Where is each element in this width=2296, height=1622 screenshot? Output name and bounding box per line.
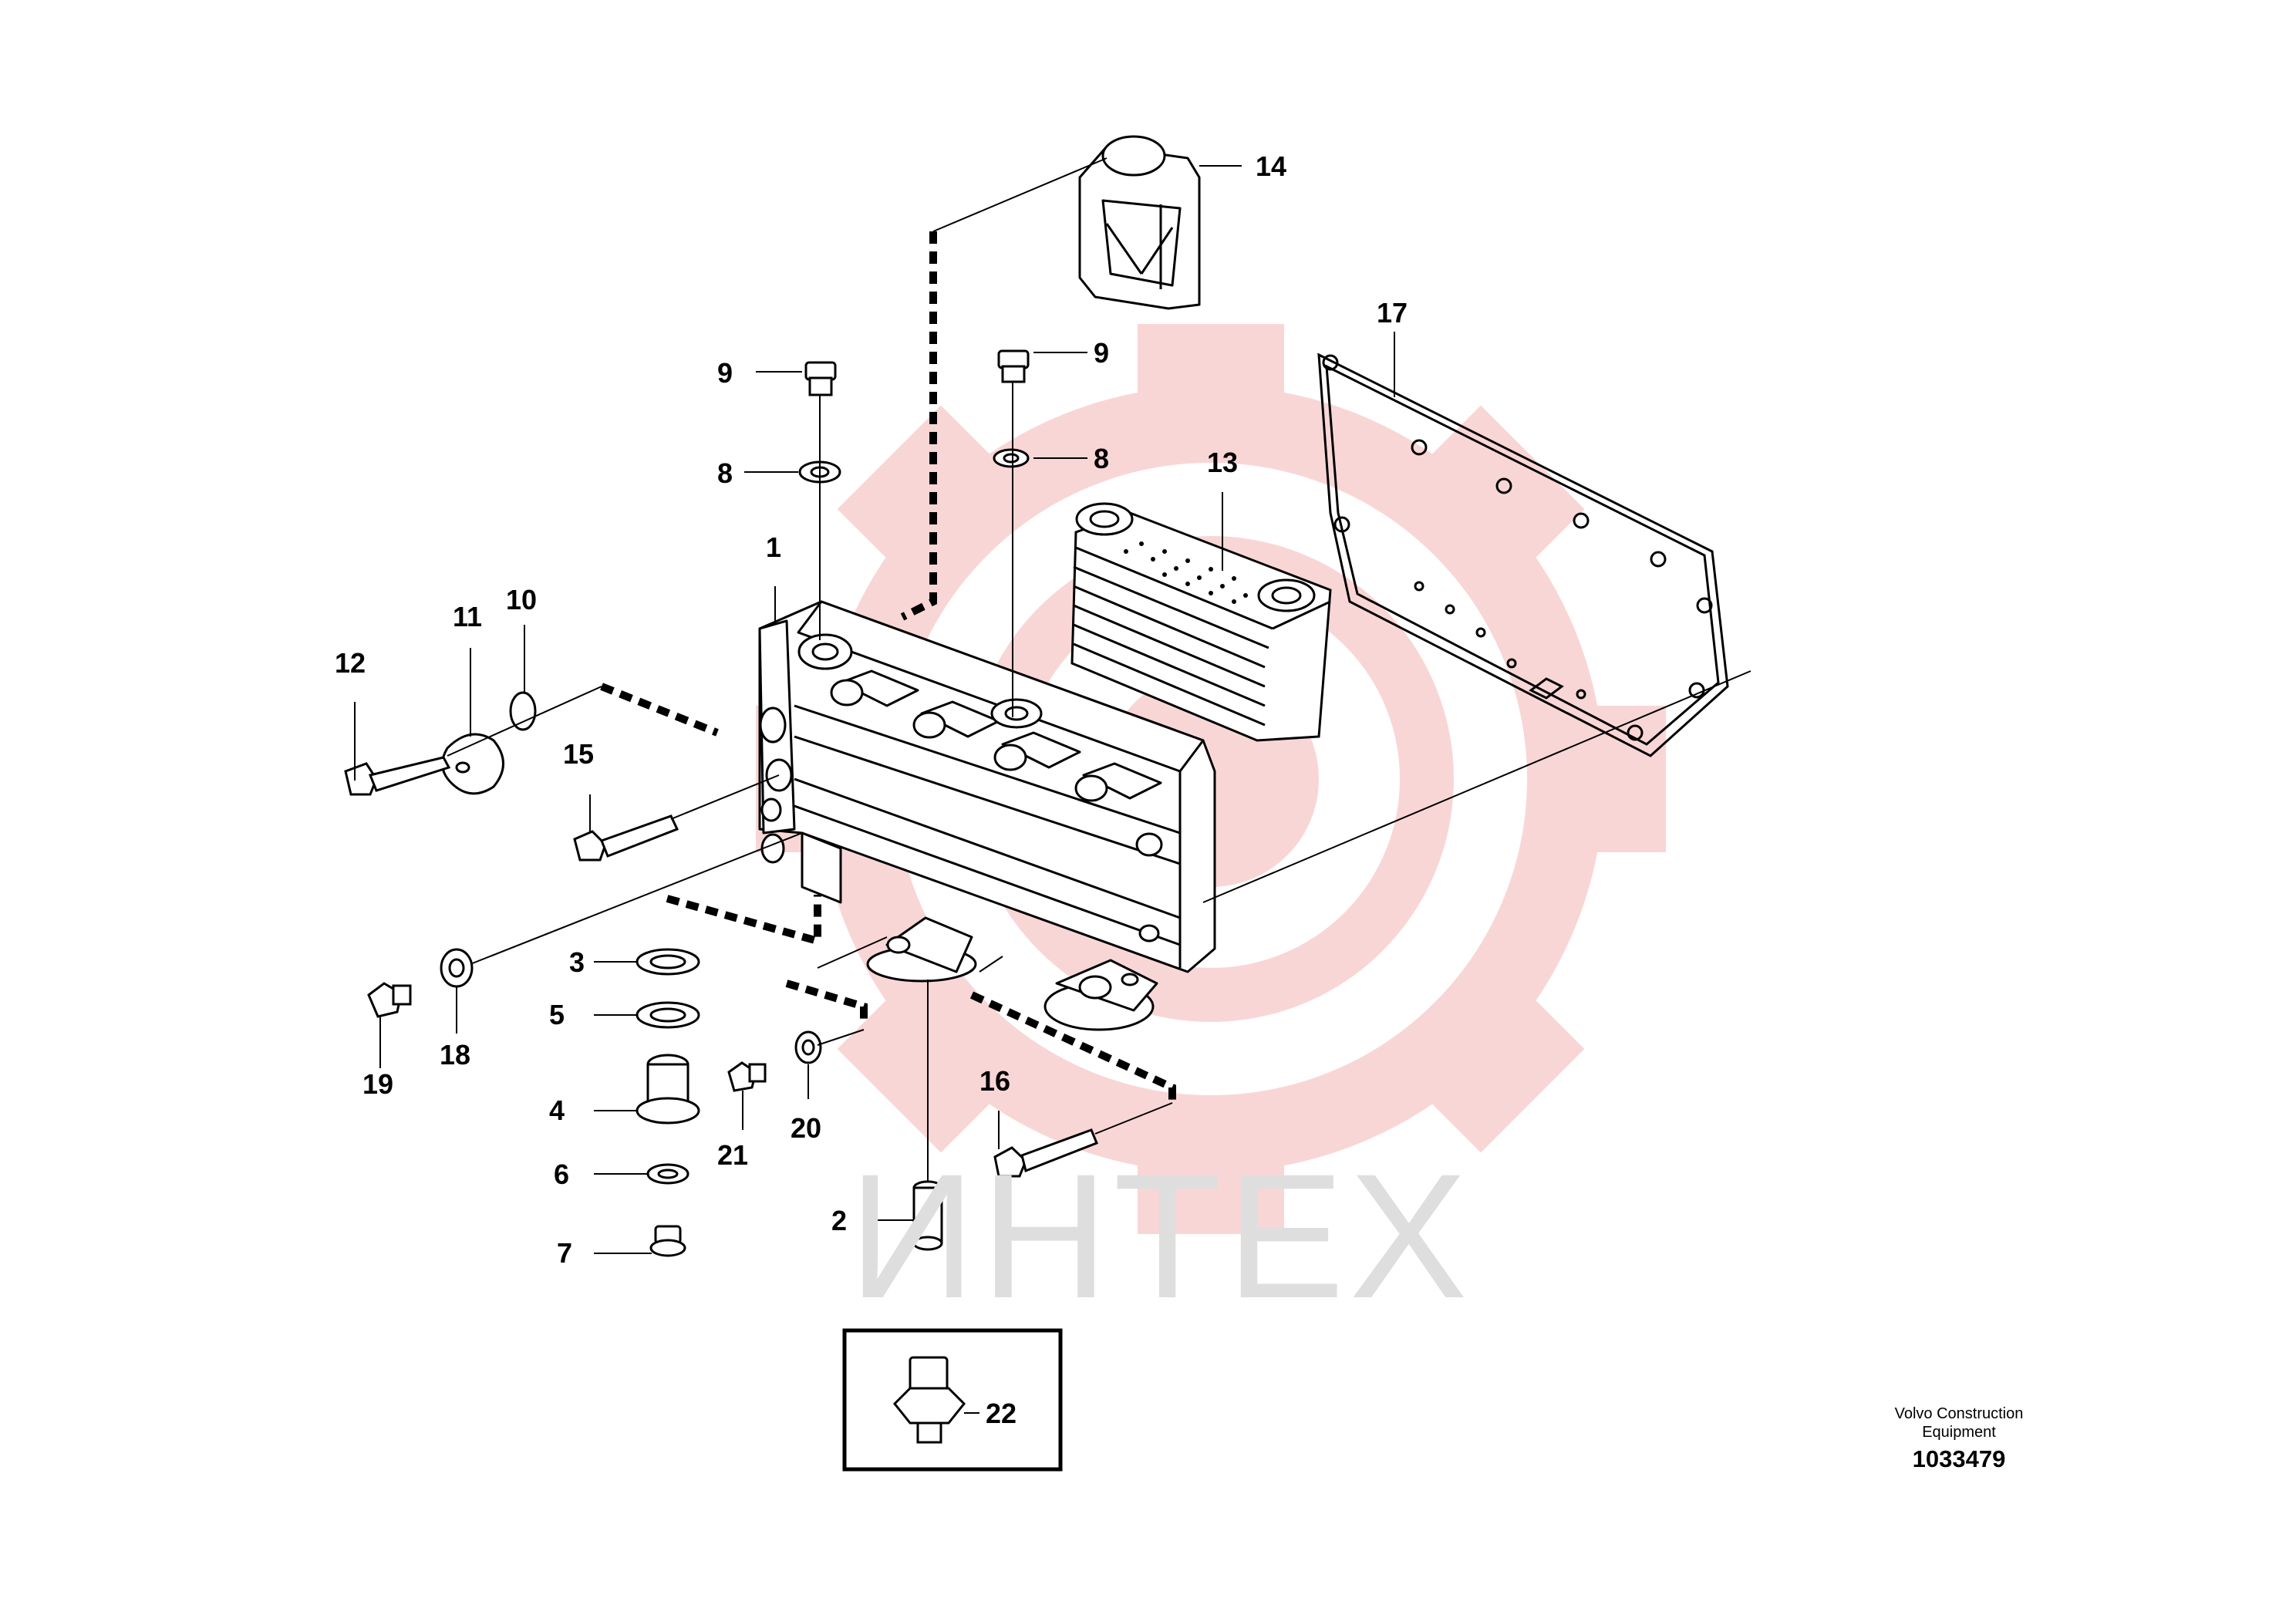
callout-9b: 9 bbox=[1094, 337, 1109, 369]
callout-labels: 1 2 3 4 5 6 7 8 8 9 9 10 11 12 13 14 15 … bbox=[335, 150, 1408, 1429]
leader-lines bbox=[354, 157, 1752, 1414]
callout-10: 10 bbox=[506, 584, 537, 615]
stud-2 bbox=[912, 1180, 943, 1251]
callout-22: 22 bbox=[986, 1398, 1017, 1429]
clip bbox=[1078, 135, 1201, 310]
callout-9a: 9 bbox=[717, 357, 733, 389]
callout-5: 5 bbox=[549, 999, 565, 1030]
plug-21 bbox=[727, 1061, 767, 1092]
callout-18: 18 bbox=[440, 1039, 470, 1071]
callout-11: 11 bbox=[453, 601, 482, 632]
adapter-4 bbox=[636, 1054, 700, 1125]
callout-8b: 8 bbox=[1094, 443, 1109, 474]
callout-16: 16 bbox=[979, 1065, 1010, 1097]
callout-21: 21 bbox=[717, 1139, 748, 1171]
sensor-22 bbox=[892, 1356, 966, 1444]
cover-11 bbox=[441, 733, 504, 795]
callout-1: 1 bbox=[766, 531, 781, 563]
watermark-text: ИНТЕХ bbox=[848, 1137, 1472, 1335]
plug-7 bbox=[649, 1225, 686, 1257]
callout-7: 7 bbox=[557, 1237, 572, 1269]
callout-15: 15 bbox=[563, 738, 594, 770]
plug-9-right bbox=[997, 349, 1030, 383]
callout-12: 12 bbox=[335, 647, 366, 679]
company-name-line1: Volvo Construction bbox=[1894, 1405, 2024, 1422]
oil-cooler-housing bbox=[758, 600, 1216, 1031]
callout-17: 17 bbox=[1377, 297, 1408, 329]
callout-8a: 8 bbox=[717, 457, 733, 489]
company-name-line2: Equipment bbox=[1922, 1424, 1996, 1441]
plug-19 bbox=[367, 982, 412, 1018]
callout-4: 4 bbox=[549, 1094, 565, 1126]
callout-3: 3 bbox=[569, 946, 585, 978]
sensor-detail-box bbox=[842, 1328, 1063, 1472]
callout-20: 20 bbox=[791, 1112, 821, 1144]
bolt-12 bbox=[344, 756, 451, 796]
dashed-guides bbox=[600, 231, 1176, 1103]
plug-9-left bbox=[804, 361, 837, 396]
diagram-number: 1033479 bbox=[1912, 1445, 2006, 1472]
callout-2: 2 bbox=[831, 1205, 847, 1236]
bolt-15 bbox=[573, 814, 679, 862]
o-ring-10 bbox=[509, 691, 537, 731]
gasket bbox=[1317, 352, 1729, 757]
small-parts bbox=[344, 349, 1098, 1444]
callout-13: 13 bbox=[1207, 447, 1238, 478]
bolt-16 bbox=[993, 1128, 1098, 1178]
callout-6: 6 bbox=[554, 1158, 569, 1190]
oil-cooler-element bbox=[1070, 502, 1332, 742]
callout-14: 14 bbox=[1256, 150, 1286, 182]
callout-19: 19 bbox=[362, 1068, 393, 1100]
